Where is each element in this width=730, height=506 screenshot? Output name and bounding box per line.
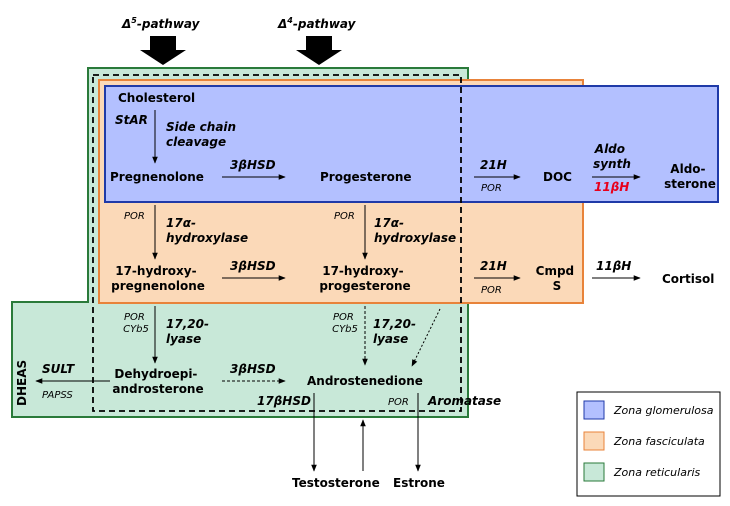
lyase-left-label: 17,20- lyase	[166, 317, 213, 346]
pathway-dashed-outline	[92, 74, 462, 412]
androstenedione-label: Androstenedione	[307, 374, 423, 388]
por-cyb5-left-label: POR CYb5	[123, 312, 149, 335]
11bh-red-label: 11βH	[594, 180, 629, 194]
3bhsd-label-top: 3βHSD	[230, 158, 276, 172]
17bhsd-label: 17βHSD	[257, 394, 311, 408]
cortisol-label: Cortisol	[662, 272, 714, 286]
por-cyb5-mid-label: POR CYb5	[332, 312, 358, 335]
dhea-label: Dehydroepi- androsterone	[112, 367, 203, 396]
por-label-top: POR	[481, 183, 502, 194]
aldosterone-label: Aldo- sterone	[664, 162, 716, 191]
dheas-label: DHEAS	[15, 360, 29, 406]
lyase-mid-label: 17,20- lyase	[373, 317, 420, 346]
testosterone-label: Testosterone	[292, 476, 380, 490]
sult-label: SULT	[42, 362, 75, 376]
legend: Zona glomerulosa Zona fasciculata Zona r…	[576, 391, 721, 497]
arrow-lyase-dotted	[411, 308, 441, 367]
17a-hydroxylase-left-label: 17α- hydroxylase	[166, 216, 248, 245]
star-label: StAR	[115, 113, 148, 127]
por-label-aromatase: POR	[388, 397, 409, 408]
delta5-pathway-arrow	[140, 36, 186, 65]
legend-label-reticularis: Zona reticularis	[613, 466, 701, 479]
compound-s-label: Cmpd S	[536, 264, 579, 293]
11bh-label: 11βH	[596, 259, 631, 273]
zona-glomerulosa-region	[104, 85, 719, 203]
aromatase-label: Aromatase	[427, 394, 501, 408]
3bhsd-label-bottom: 3βHSD	[230, 362, 276, 376]
progesterone-label: Progesterone	[320, 170, 412, 184]
side-chain-cleavage-label: Side chain cleavage	[166, 120, 240, 149]
legend-swatch-fasciculata	[583, 431, 605, 451]
por-label-left-1: POR	[124, 211, 145, 222]
estrone-label: Estrone	[393, 476, 445, 490]
legend-label-fasciculata: Zona fasciculata	[613, 435, 705, 448]
21h-label-top: 21H	[480, 158, 507, 172]
por-label-mid-2: POR	[481, 285, 502, 296]
21h-label-mid: 21H	[480, 259, 507, 273]
por-label-mid-1: POR	[334, 211, 355, 222]
legend-swatch-glomerulosa	[583, 400, 605, 420]
17a-hydroxylase-mid-label: 17α- hydroxylase	[374, 216, 456, 245]
3bhsd-label-mid: 3βHSD	[230, 259, 276, 273]
legend-label-glomerulosa: Zona glomerulosa	[613, 404, 714, 417]
cholesterol-label: Cholesterol	[118, 91, 195, 105]
delta4-pathway-arrow	[296, 36, 342, 65]
delta4-pathway-label: Δ4-pathway	[277, 16, 357, 31]
pregnenolone-label: Pregnenolone	[110, 170, 204, 184]
17-hydroxypregnenolone-label: 17-hydroxy- pregnenolone	[111, 264, 205, 293]
doc-label: DOC	[543, 170, 572, 184]
papss-label: PAPSS	[42, 390, 73, 401]
aldo-synth-label: Aldo synth	[593, 142, 631, 171]
delta5-pathway-label: Δ5-pathway	[121, 16, 201, 31]
legend-swatch-reticularis	[583, 462, 605, 482]
17-hydroxyprogesterone-label: 17-hydroxy- progesterone	[319, 264, 410, 293]
